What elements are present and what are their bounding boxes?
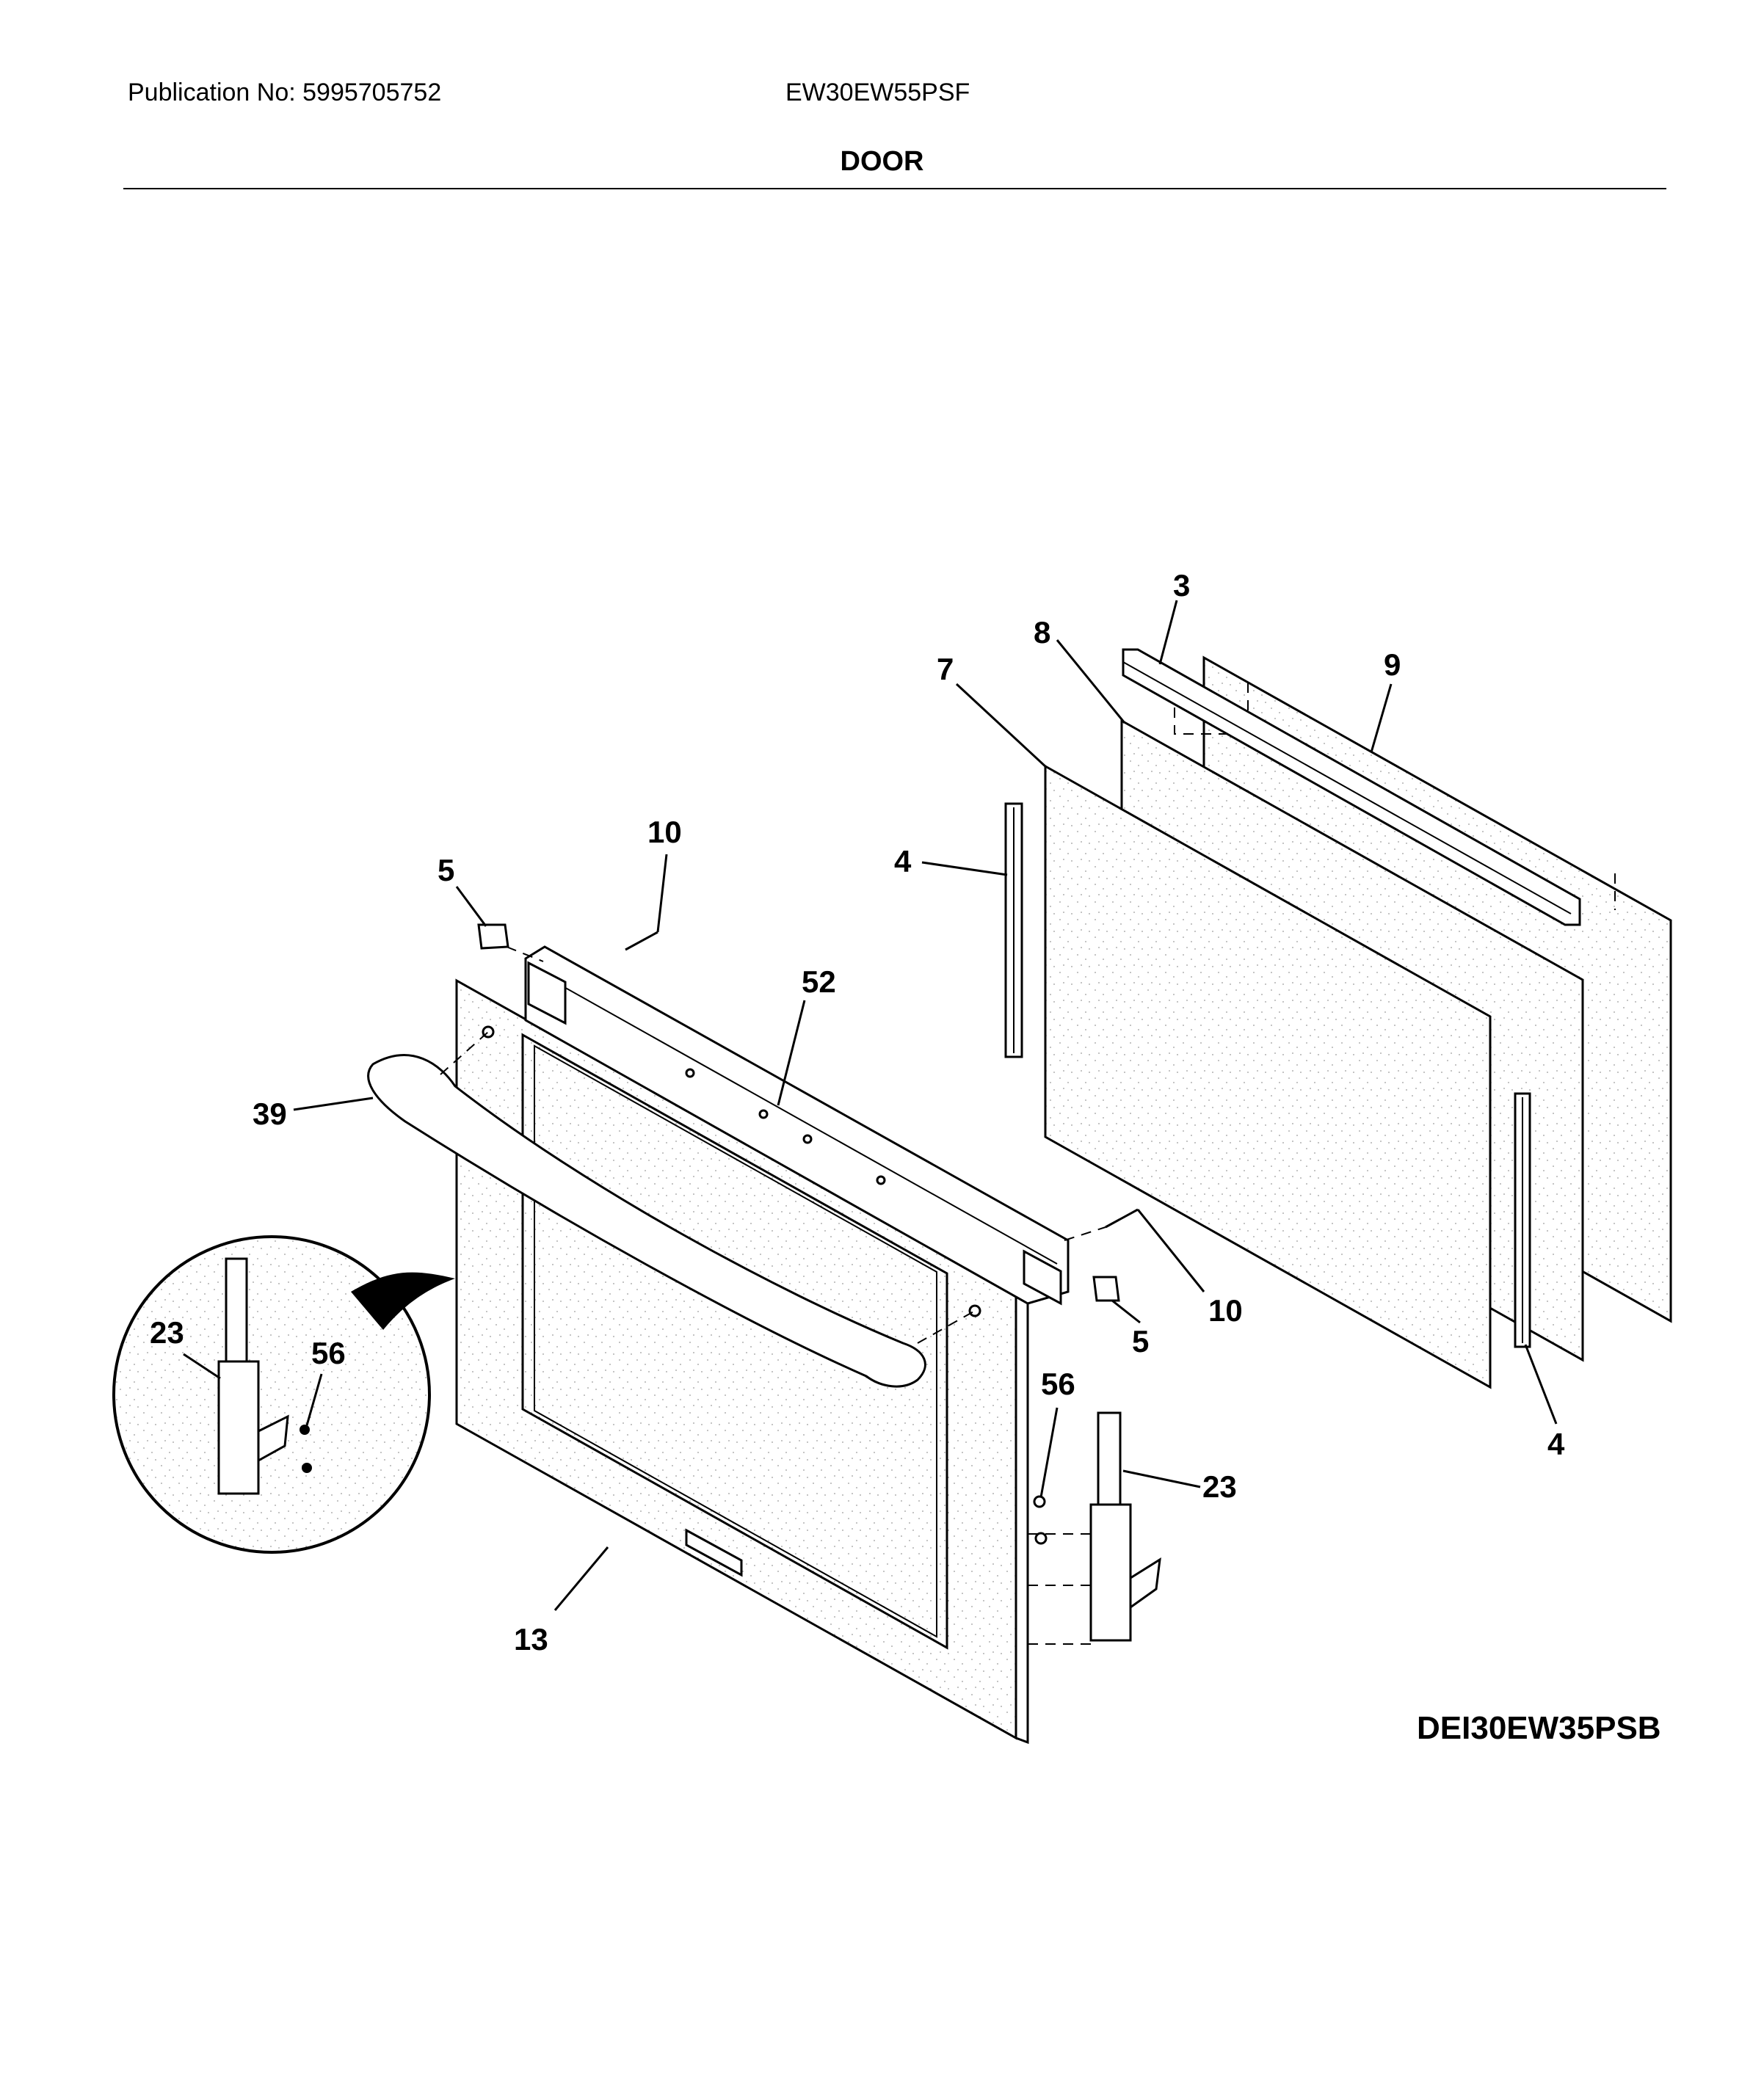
callout-9: 9 xyxy=(1384,647,1401,682)
leader-52 xyxy=(777,1000,806,1106)
door-hinge-body xyxy=(1089,1503,1132,1642)
hinge-screw xyxy=(1033,1495,1046,1508)
callout-52: 52 xyxy=(802,964,836,999)
callout-56-inset: 56 xyxy=(311,1336,346,1370)
brand-badge xyxy=(685,1528,743,1577)
leader-10-right xyxy=(1136,1209,1205,1292)
leader-39 xyxy=(293,1097,374,1111)
section-title: DOOR xyxy=(840,146,924,177)
door-side-edge xyxy=(1015,1292,1029,1745)
panel-alignment-dash xyxy=(1174,675,1249,735)
callout-10-right: 10 xyxy=(1208,1293,1243,1328)
leader-3 xyxy=(1158,600,1178,665)
hinge-screw xyxy=(1034,1532,1048,1545)
vent-end-cap-right xyxy=(1023,1249,1062,1306)
callout-39: 39 xyxy=(253,1097,287,1131)
door-hinge-spring xyxy=(1097,1411,1122,1517)
leader-4-right xyxy=(1524,1344,1558,1425)
vent-end-cap-left xyxy=(527,961,567,1025)
callout-4-left: 4 xyxy=(894,844,912,879)
hinge-detail-inset xyxy=(112,1235,431,1554)
leader-5-right xyxy=(1111,1299,1141,1324)
drawing-id: DEI30EW35PSB xyxy=(1417,1710,1661,1746)
leader-56-inset xyxy=(305,1373,323,1426)
vent-hole xyxy=(802,1134,813,1144)
callout-13: 13 xyxy=(514,1622,548,1657)
screw-path xyxy=(1064,1226,1106,1241)
leader-23-right xyxy=(1122,1469,1201,1488)
door-handle xyxy=(367,1054,926,1388)
callout-5-top: 5 xyxy=(438,853,454,887)
callout-3: 3 xyxy=(1173,568,1190,603)
inset-hinge-screw xyxy=(300,1425,310,1435)
header-rule xyxy=(123,188,1666,189)
frame-hole xyxy=(968,1304,981,1317)
vent-clip-right xyxy=(1092,1276,1120,1302)
callout-4-right: 4 xyxy=(1547,1427,1565,1461)
callout-23-inset: 23 xyxy=(150,1315,184,1350)
vent-hole xyxy=(758,1109,769,1119)
inset-pointer-arrow xyxy=(351,1272,455,1330)
callout-10-top: 10 xyxy=(647,815,682,849)
leader-5-top xyxy=(455,886,487,927)
inset-hinge-arm xyxy=(257,1414,289,1463)
glass-channel xyxy=(1122,648,1581,926)
inset-hinge-body xyxy=(217,1360,260,1495)
leader-13 xyxy=(553,1546,609,1611)
callout-23-right: 23 xyxy=(1202,1469,1237,1504)
door-window-inner-edge xyxy=(534,1044,937,1638)
leader-8 xyxy=(1056,639,1126,724)
leader-7 xyxy=(955,683,1048,769)
callout-5-right: 5 xyxy=(1132,1324,1149,1359)
callout-7: 7 xyxy=(937,652,954,686)
vent-hole xyxy=(685,1068,695,1078)
vent-hole xyxy=(876,1175,886,1185)
vent-trim-edge xyxy=(544,975,1058,1265)
callout-56-right: 56 xyxy=(1041,1367,1075,1401)
callout-8: 8 xyxy=(1034,615,1050,650)
leader-10-top xyxy=(656,854,668,933)
handle-mount-path xyxy=(440,1031,489,1075)
door-top-vent-trim xyxy=(524,945,1070,1305)
leader-4-left xyxy=(921,861,1008,876)
door-hinge-arm xyxy=(1129,1557,1161,1610)
vent-clip-left xyxy=(477,923,509,950)
leader-23-inset xyxy=(183,1353,221,1380)
publication-number: Publication No: 5995705752 xyxy=(128,79,442,106)
model-number: EW30EW55PSF xyxy=(785,79,970,106)
inner-glass-panel xyxy=(1044,764,1492,1389)
vent-screw-right xyxy=(1105,1208,1139,1229)
screw-path xyxy=(506,946,544,962)
handle-mount-path xyxy=(917,1310,976,1344)
leader-9 xyxy=(1370,683,1393,753)
channel-edge xyxy=(1122,661,1572,914)
door-window xyxy=(521,1033,948,1650)
vent-screw-top xyxy=(625,931,658,951)
inset-hinge-screw xyxy=(302,1463,312,1473)
inset-hinge-spring xyxy=(225,1257,248,1370)
leader-56-right xyxy=(1039,1407,1059,1498)
